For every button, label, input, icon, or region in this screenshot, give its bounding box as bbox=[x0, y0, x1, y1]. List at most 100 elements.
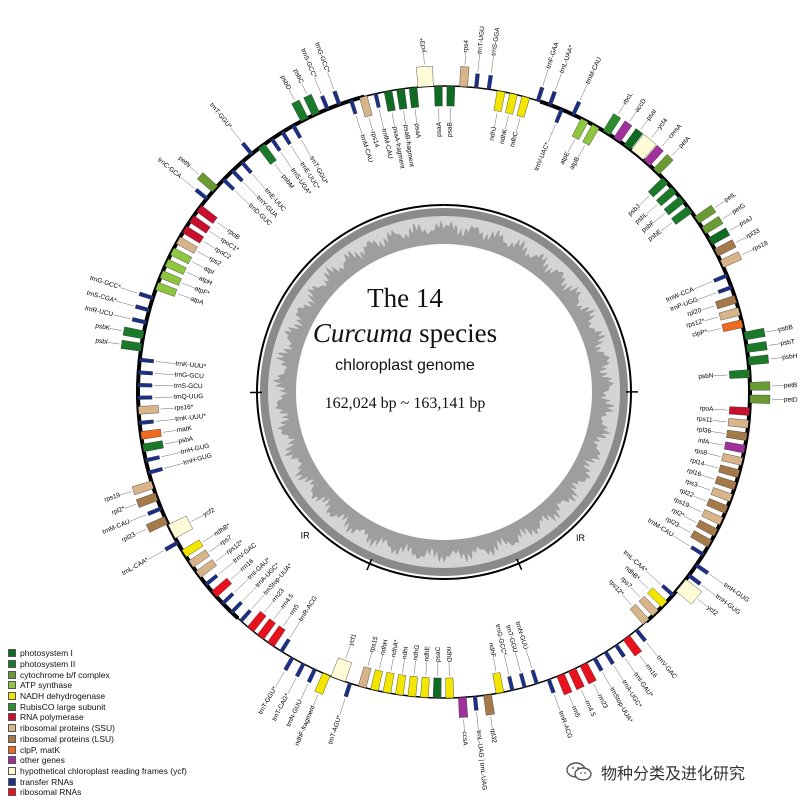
gene-block bbox=[359, 95, 373, 118]
gene-block bbox=[629, 603, 650, 625]
gene-leader-line bbox=[327, 72, 334, 90]
gene-label: rrn16 bbox=[644, 663, 659, 680]
gene-leader-line bbox=[379, 654, 383, 669]
gene-block bbox=[530, 669, 539, 685]
gene-leader-line bbox=[713, 409, 728, 411]
legend-item: RNA polymerase bbox=[8, 712, 187, 723]
gene-leader-line bbox=[301, 83, 307, 95]
gene-block bbox=[474, 73, 480, 89]
gene-leader-line bbox=[300, 683, 309, 701]
gene-leader-line bbox=[264, 601, 274, 613]
legend-label: ATP synthase bbox=[20, 680, 73, 691]
species-word: species bbox=[412, 318, 498, 348]
legend-item: RubisCO large subunit bbox=[8, 701, 187, 712]
gene-label: psbH bbox=[782, 353, 798, 362]
gene-leader-line bbox=[629, 111, 637, 122]
gene-leader-line bbox=[729, 224, 741, 231]
gene-leader-line bbox=[379, 109, 384, 129]
wechat-icon bbox=[566, 762, 592, 781]
gene-leader-line bbox=[119, 491, 132, 496]
gene-block bbox=[434, 85, 443, 107]
gene-label: ndhD bbox=[445, 646, 452, 662]
legend-swatch bbox=[8, 670, 16, 679]
legend-label: clpP, matK bbox=[20, 744, 61, 755]
gene-block bbox=[721, 453, 744, 466]
legend-swatch bbox=[8, 745, 16, 754]
legend-swatch bbox=[8, 649, 16, 658]
gene-block bbox=[634, 628, 647, 643]
gene-label: psaA bbox=[413, 123, 422, 139]
gene-leader-line bbox=[704, 464, 718, 469]
gene-block bbox=[291, 99, 309, 122]
gene-leader-line bbox=[661, 137, 670, 147]
gene-leader-line bbox=[129, 514, 147, 522]
legend-item: ATP synthase bbox=[8, 680, 187, 691]
gene-leader-line bbox=[234, 578, 249, 593]
gene-block bbox=[155, 282, 178, 297]
gene-label: trnS-GCU bbox=[174, 383, 203, 391]
gene-label: trnT-GGU* bbox=[208, 102, 233, 131]
gene-leader-line bbox=[367, 652, 372, 666]
gene-leader-line bbox=[181, 282, 195, 289]
gene-block bbox=[727, 418, 749, 429]
gene-block bbox=[230, 600, 243, 614]
legend-swatch bbox=[8, 660, 16, 669]
ir-label-left: IR bbox=[301, 531, 311, 541]
gene-leader-line bbox=[230, 127, 242, 142]
gene-block bbox=[718, 464, 741, 478]
gene-leader-line bbox=[622, 594, 632, 606]
gene-leader-line bbox=[415, 109, 417, 124]
gene-block bbox=[483, 694, 495, 716]
gene-leader-line bbox=[402, 659, 405, 673]
gene-leader-line bbox=[403, 110, 406, 125]
gene-label: rpoA bbox=[700, 405, 715, 413]
gene-leader-line bbox=[722, 212, 733, 220]
gene-label: psaJ bbox=[738, 215, 753, 228]
gene-label: rpl36 bbox=[696, 426, 712, 435]
gene-leader-line bbox=[713, 374, 728, 377]
gene-block bbox=[131, 317, 147, 325]
gene-block bbox=[568, 667, 585, 691]
gene-leader-line bbox=[660, 222, 673, 232]
gene-leader-line bbox=[390, 657, 394, 672]
gene-block bbox=[743, 327, 766, 341]
gene-block bbox=[358, 666, 372, 689]
gene-block bbox=[710, 487, 733, 502]
gene-label: psbC bbox=[292, 68, 305, 85]
gene-block bbox=[519, 672, 527, 688]
gene-leader-line bbox=[638, 579, 649, 590]
gene-label: rrn4.5 bbox=[583, 699, 597, 718]
legend-swatch bbox=[8, 766, 16, 775]
gene-block bbox=[270, 137, 282, 152]
gene-leader-line bbox=[289, 620, 301, 638]
gene-label: rps14 bbox=[369, 131, 380, 149]
gene-block bbox=[458, 696, 468, 718]
gene-block bbox=[729, 369, 750, 379]
gene-label: rps2 bbox=[208, 255, 223, 268]
gene-leader-line bbox=[273, 608, 283, 620]
gene-block bbox=[631, 133, 657, 161]
gene-leader-line bbox=[711, 431, 725, 434]
gene-label: rrn5 bbox=[570, 705, 581, 719]
gene-leader-line bbox=[215, 552, 228, 562]
gene-block bbox=[258, 143, 277, 165]
gene-leader-line bbox=[180, 176, 195, 189]
gene-block bbox=[343, 682, 353, 698]
gene-label: ycf1 bbox=[348, 633, 359, 647]
gene-block bbox=[507, 675, 515, 691]
gene-leader-line bbox=[646, 204, 658, 214]
gene-label: atpI bbox=[202, 265, 215, 276]
gene-block bbox=[279, 638, 291, 653]
gene-block bbox=[647, 177, 669, 198]
gene-leader-line bbox=[709, 574, 725, 585]
gene-leader-line bbox=[107, 342, 120, 345]
gene-leader-line bbox=[639, 655, 647, 666]
gene-label: ycf2 bbox=[705, 604, 719, 617]
gene-leader-line bbox=[154, 373, 175, 375]
legend-label: NADH dehydrogenase bbox=[20, 691, 106, 702]
gene-leader-line bbox=[579, 83, 588, 101]
gene-leader-line bbox=[707, 328, 721, 332]
gene-leader-line bbox=[683, 515, 697, 523]
gene-leader-line bbox=[525, 649, 533, 669]
gene-block bbox=[240, 160, 253, 175]
